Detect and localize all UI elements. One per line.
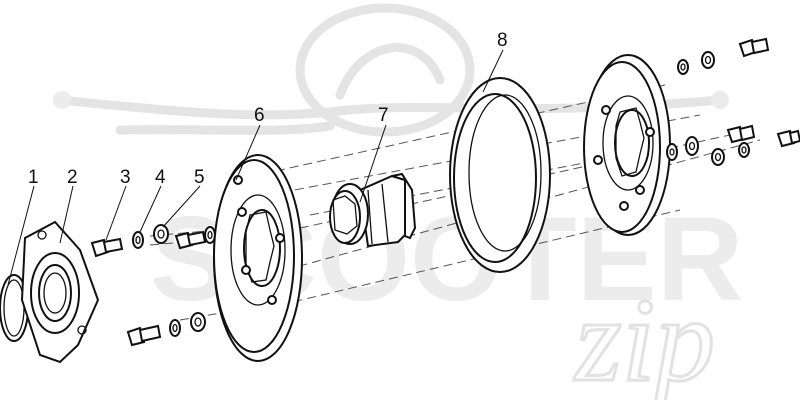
part-6-clutch-plate <box>213 154 303 362</box>
callout-8: 8 <box>497 30 508 51</box>
part-2-flange-housing <box>20 220 100 364</box>
watermark-script-text: zip <box>573 273 715 400</box>
callout-7: 7 <box>378 105 389 126</box>
callout-5: 5 <box>194 167 205 188</box>
callout-2: 2 <box>67 167 78 188</box>
callout-4: 4 <box>155 167 166 188</box>
part-4-lock-washer <box>132 231 144 249</box>
callout-6: 6 <box>254 105 265 126</box>
part-3-bolt <box>90 237 124 258</box>
part-7-splined-sleeve <box>329 172 417 248</box>
part-8-ring <box>449 77 551 273</box>
part-5-flat-washer <box>153 224 169 244</box>
rear-fasteners <box>666 37 800 166</box>
callout-1: 1 <box>28 167 39 188</box>
bolt-washer-set-lower <box>126 312 206 347</box>
callout-3: 3 <box>120 167 131 188</box>
part-1-o-ring <box>0 274 29 342</box>
rear-cover-plate <box>583 54 671 236</box>
callouts: 1 2 3 4 5 6 7 8 <box>7 30 508 286</box>
